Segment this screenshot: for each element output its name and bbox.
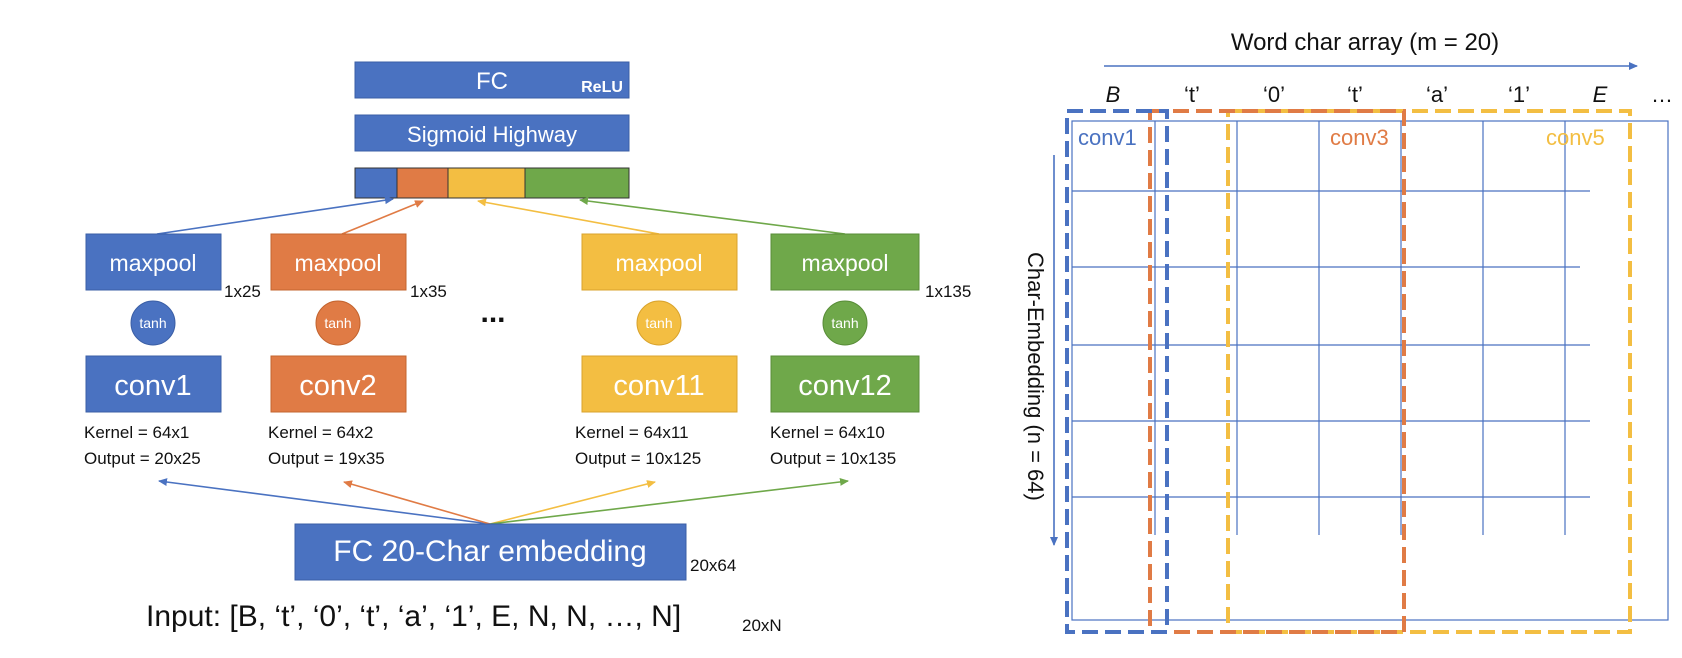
column-label: ‘0’ [1263, 82, 1285, 107]
kernel-label: Kernel = 64x2 [268, 423, 373, 442]
input-content: B, ‘t’, ‘0’, ‘t’, ‘a’, ‘1’, E, N, N, …, … [238, 600, 673, 633]
column-label: B [1106, 82, 1121, 107]
branch-conv11: maxpool tanh conv11 Kernel = 64x11 Outpu… [575, 233, 738, 468]
pool-size-label: 1x35 [410, 282, 447, 301]
conv-windows [1065, 109, 1632, 634]
conv-box [270, 355, 407, 413]
column-label: ‘t’ [1184, 82, 1200, 107]
branch-conv2: maxpool 1x35 tanh conv2 Kernel = 64x2 Ou… [268, 233, 447, 468]
tanh-node [636, 300, 682, 346]
char-embedding-layer: FC 20-Char embedding 20x64 [294, 523, 736, 581]
conv5-window [1226, 109, 1632, 634]
tanh-node [130, 300, 176, 346]
conv1-window [1065, 109, 1169, 634]
conv-box [770, 355, 920, 413]
column-label: ‘a’ [1426, 82, 1448, 107]
tanh-label: tanh [324, 315, 351, 331]
conv-label: conv1 [114, 370, 191, 402]
conv-label: conv12 [798, 370, 892, 402]
maxpool-box [770, 233, 920, 291]
branch-conv12: maxpool 1x135 tanh conv12 Kernel = 64x10… [770, 233, 971, 468]
maxpool-label: maxpool [616, 250, 703, 276]
tanh-node [822, 300, 868, 346]
conv-box [581, 355, 738, 413]
pool-size-label: 1x25 [224, 282, 261, 301]
maxpool-to-concat-arrows [156, 196, 846, 235]
char-embedding-side-label: Char-Embedding (n = 64) [1023, 252, 1048, 501]
tanh-label: tanh [139, 315, 166, 331]
maxpool-box [581, 233, 738, 291]
output-label: Output = 10x125 [575, 449, 701, 468]
embedding-label: FC 20-Char embedding [333, 535, 647, 568]
maxpool-label: maxpool [295, 250, 382, 276]
column-label: ‘1’ [1508, 82, 1530, 107]
conv3-window [1148, 109, 1406, 634]
conv3-window-label: conv3 [1330, 125, 1389, 150]
input-size-label: 20xN [742, 616, 782, 635]
column-headers: B ‘t’ ‘0’ ‘t’ ‘a’ ‘1’ E … [1106, 82, 1673, 107]
conv-label: conv11 [613, 370, 704, 402]
char-array-diagram: Word char array (m = 20) B ‘t’ ‘0’ ‘t’ ‘… [1023, 29, 1673, 634]
conv-label: conv2 [299, 370, 376, 402]
column-label: ‘t’ [1347, 82, 1363, 107]
maxpool-label: maxpool [110, 250, 197, 276]
column-label: … [1651, 82, 1673, 107]
sigmoid-highway-layer: Sigmoid Highway [354, 114, 630, 152]
input-prefix: Input: [ [146, 600, 238, 633]
maxpool-label: maxpool [802, 250, 889, 276]
svg-text:Input: [B, ‘t’, ‘0’, ‘t’, ‘a’,: Input: [B, ‘t’, ‘0’, ‘t’, ‘a’, ‘1’, E, N… [146, 600, 681, 633]
tanh-label: tanh [645, 315, 672, 331]
conv1-window-label: conv1 [1078, 125, 1137, 150]
branch-conv1: maxpool 1x25 tanh conv1 Kernel = 64x1 Ou… [84, 233, 261, 468]
embedding-size-label: 20x64 [690, 556, 736, 575]
output-label: Output = 19x35 [268, 449, 385, 468]
fc-relu-layer: FC ReLU [354, 61, 630, 99]
output-label: Output = 20x25 [84, 449, 201, 468]
conv-box [85, 355, 222, 413]
pool-size-label: 1x135 [925, 282, 971, 301]
highway-label: Sigmoid Highway [407, 122, 577, 147]
embedding-to-conv-arrows [158, 477, 849, 525]
tanh-label: tanh [831, 315, 858, 331]
tanh-node [315, 300, 361, 346]
kernel-label: Kernel = 64x11 [575, 423, 689, 442]
fc-label: FC [476, 68, 508, 95]
cnn-architecture-diagram: FC ReLU Sigmoid Highway maxpool 1x25 [84, 61, 971, 635]
embedding-grid [1071, 120, 1669, 621]
concat-feature-vector [354, 167, 630, 199]
word-char-array-title: Word char array (m = 20) [1231, 29, 1499, 56]
input-suffix: ] [673, 600, 681, 633]
relu-label: ReLU [581, 79, 623, 96]
kernel-label: Kernel = 64x1 [84, 423, 189, 442]
input-sequence: Input: [B, ‘t’, ‘0’, ‘t’, ‘a’, ‘1’, E, N… [146, 600, 782, 635]
maxpool-box [85, 233, 222, 291]
maxpool-box [270, 233, 407, 291]
column-label: E [1593, 82, 1608, 107]
conv5-window-label: conv5 [1546, 125, 1605, 150]
output-label: Output = 10x135 [770, 449, 896, 468]
kernel-label: Kernel = 64x10 [770, 423, 885, 442]
branch-ellipsis: ... [480, 296, 505, 329]
